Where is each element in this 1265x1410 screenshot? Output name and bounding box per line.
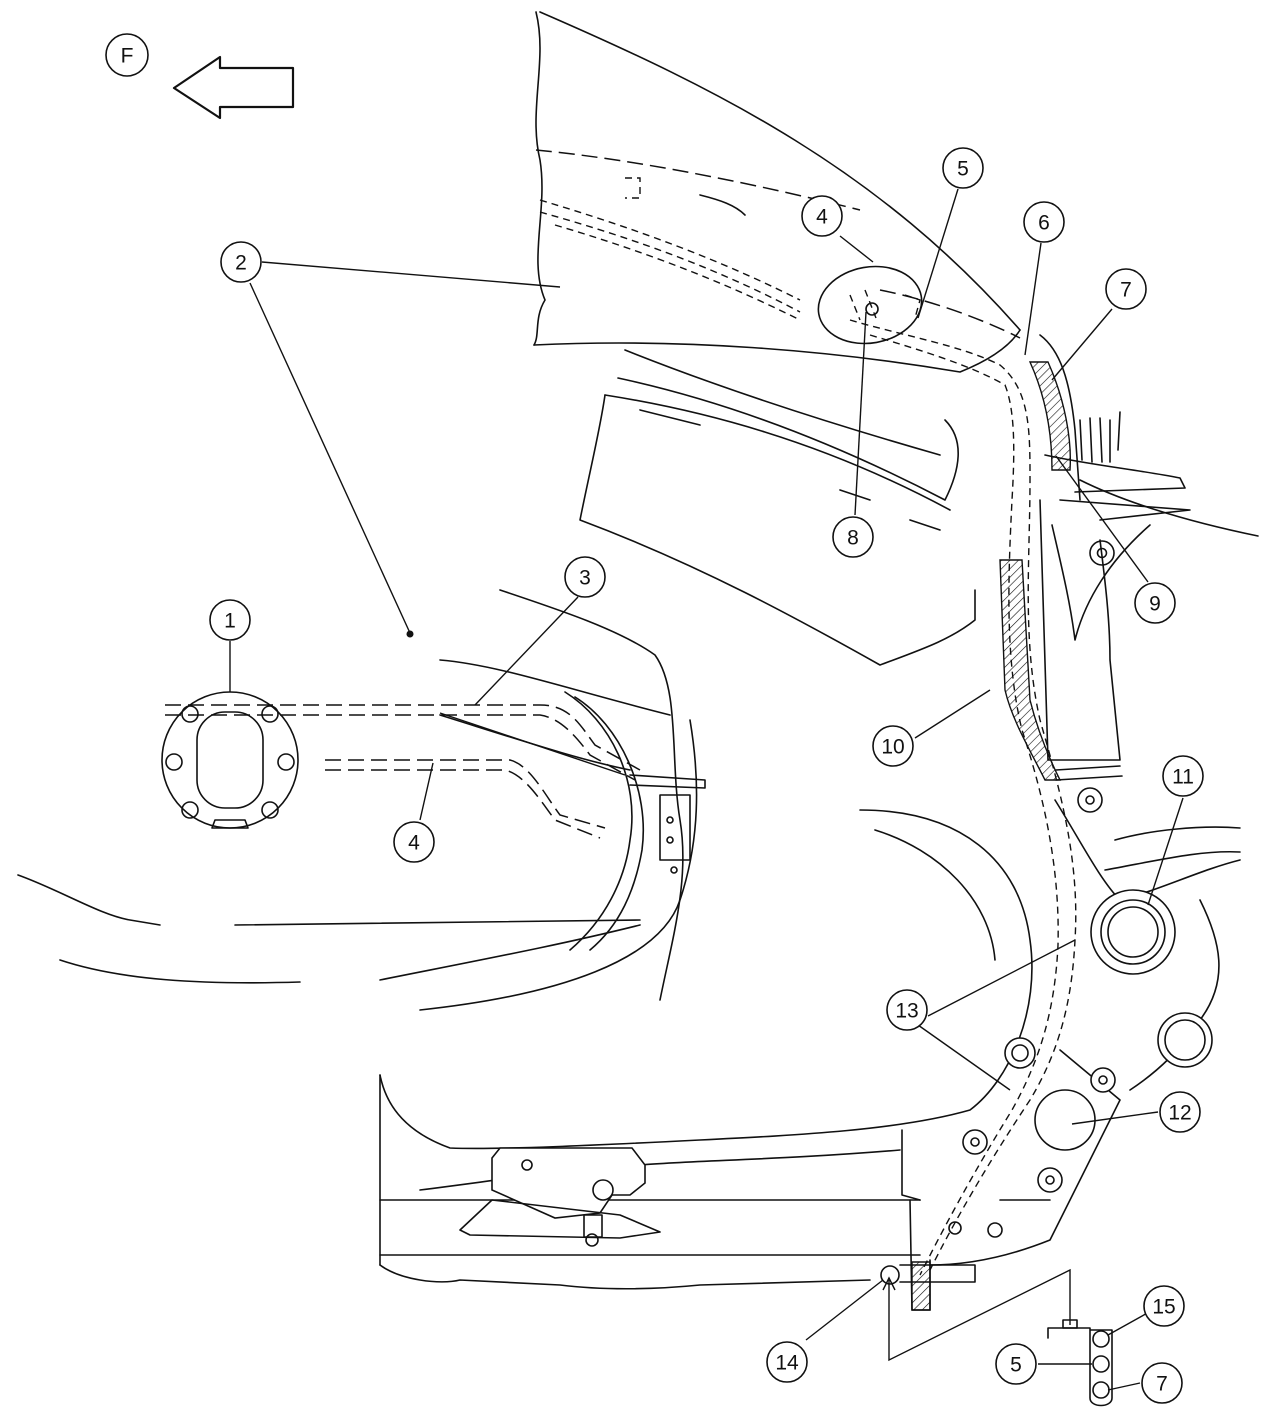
- svg-text:15: 15: [1152, 1296, 1175, 1319]
- svg-text:4: 4: [408, 832, 420, 855]
- svg-text:13: 13: [895, 1000, 918, 1023]
- callout-5-detail: 5: [995, 1343, 1037, 1385]
- callout-13: 13: [886, 989, 928, 1031]
- callout-14: 14: [766, 1341, 808, 1383]
- svg-text:8: 8: [847, 527, 859, 550]
- svg-text:6: 6: [1038, 212, 1050, 235]
- callout-11: 11: [1162, 755, 1204, 797]
- svg-text:7: 7: [1156, 1373, 1168, 1396]
- wheel-arch-area: [379, 719, 1033, 1290]
- callout-1: 1: [209, 599, 251, 641]
- grommet-11: [1090, 889, 1176, 975]
- callout-7-detail: 7: [1141, 1362, 1183, 1404]
- svg-text:12: 12: [1168, 1102, 1191, 1125]
- clip-14: [880, 1265, 900, 1285]
- upper-right-bracket: [1039, 334, 1259, 641]
- svg-text:4: 4: [816, 206, 828, 229]
- svg-text:3: 3: [579, 567, 591, 590]
- callout-3: 3: [564, 556, 606, 598]
- svg-text:9: 9: [1149, 593, 1161, 616]
- floor-left-area: [17, 589, 706, 1001]
- grommet-12: [1034, 1089, 1096, 1151]
- callout-7-upper: 7: [1105, 268, 1147, 310]
- svg-text:7: 7: [1120, 279, 1132, 302]
- svg-text:11: 11: [1172, 766, 1194, 789]
- callout-8: 8: [832, 516, 874, 558]
- front-label-circle: F: [105, 33, 149, 77]
- svg-text:5: 5: [957, 158, 969, 181]
- upper-body-panel: [533, 11, 1021, 373]
- svg-text:10: 10: [881, 736, 904, 759]
- inner-panel: [579, 349, 976, 666]
- callout-12: 12: [1159, 1091, 1201, 1133]
- callout-9: 9: [1134, 582, 1176, 624]
- leader-lines: [229, 188, 1184, 1391]
- callout-5-upper: 5: [942, 147, 984, 189]
- clamp-area: [817, 265, 923, 345]
- rear-frame: [880, 499, 1241, 1311]
- clamp-bolt-icon: [865, 302, 879, 316]
- svg-text:1: 1: [224, 610, 236, 633]
- front-arrow-icon: [172, 55, 295, 120]
- callout-4-lower: 4: [393, 821, 435, 863]
- front-label: F: [121, 45, 134, 68]
- front-direction-indicator: F: [105, 33, 295, 120]
- callout-10: 10: [872, 725, 914, 767]
- callout-6: 6: [1023, 201, 1065, 243]
- svg-text:2: 2: [235, 252, 247, 275]
- callout-2: 2: [220, 241, 262, 283]
- callout-15: 15: [1143, 1285, 1185, 1327]
- clamp-detail: [882, 1268, 1113, 1407]
- svg-text:14: 14: [775, 1352, 799, 1375]
- svg-text:5: 5: [1010, 1354, 1022, 1377]
- harness-main: [849, 319, 1077, 1276]
- callout-4-upper: 4: [801, 195, 843, 237]
